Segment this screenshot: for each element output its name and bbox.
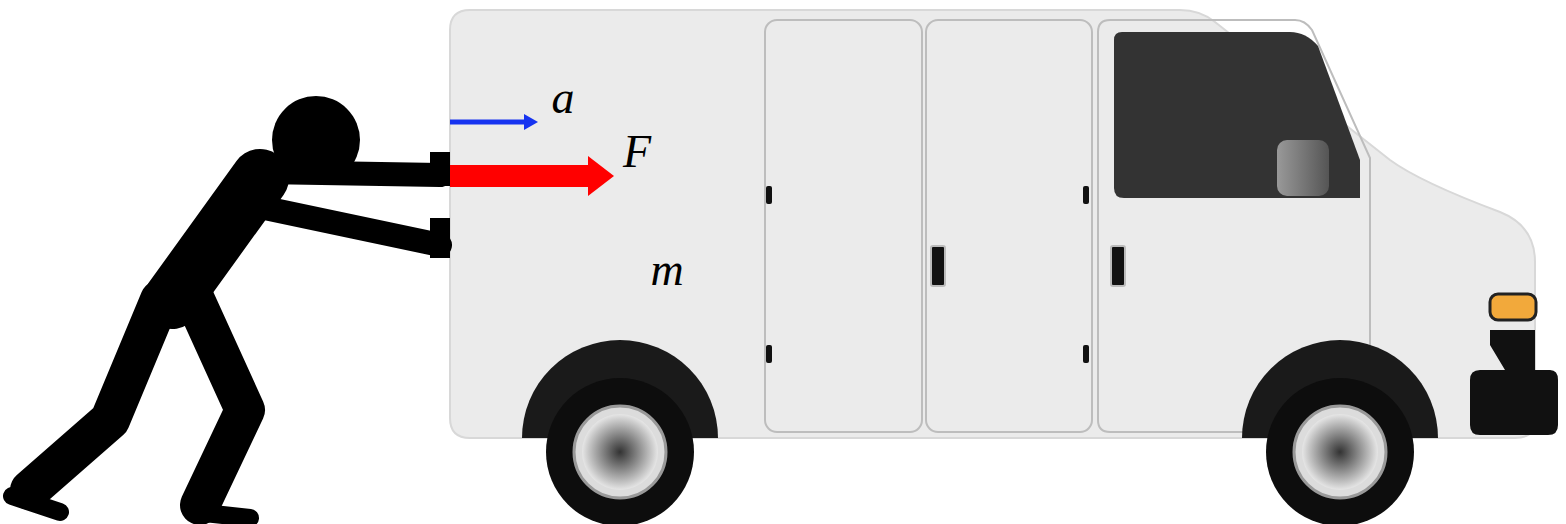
bumper: [1470, 330, 1558, 435]
person: [12, 96, 450, 518]
quantity-label: m: [650, 247, 683, 293]
acceleration-arrow: [450, 114, 538, 130]
quantity-label: F: [623, 129, 651, 175]
headlight: [1490, 294, 1536, 320]
cab-window: [1114, 32, 1360, 198]
mirror: [1277, 140, 1329, 196]
quantity-label: a: [552, 75, 575, 121]
van-door: [926, 20, 1092, 432]
van-door: [765, 20, 922, 432]
wheel: [522, 340, 718, 524]
door-handles: [766, 186, 1125, 363]
wheel: [1242, 340, 1438, 524]
van-body: [450, 10, 1535, 438]
force-arrow: [450, 156, 614, 196]
